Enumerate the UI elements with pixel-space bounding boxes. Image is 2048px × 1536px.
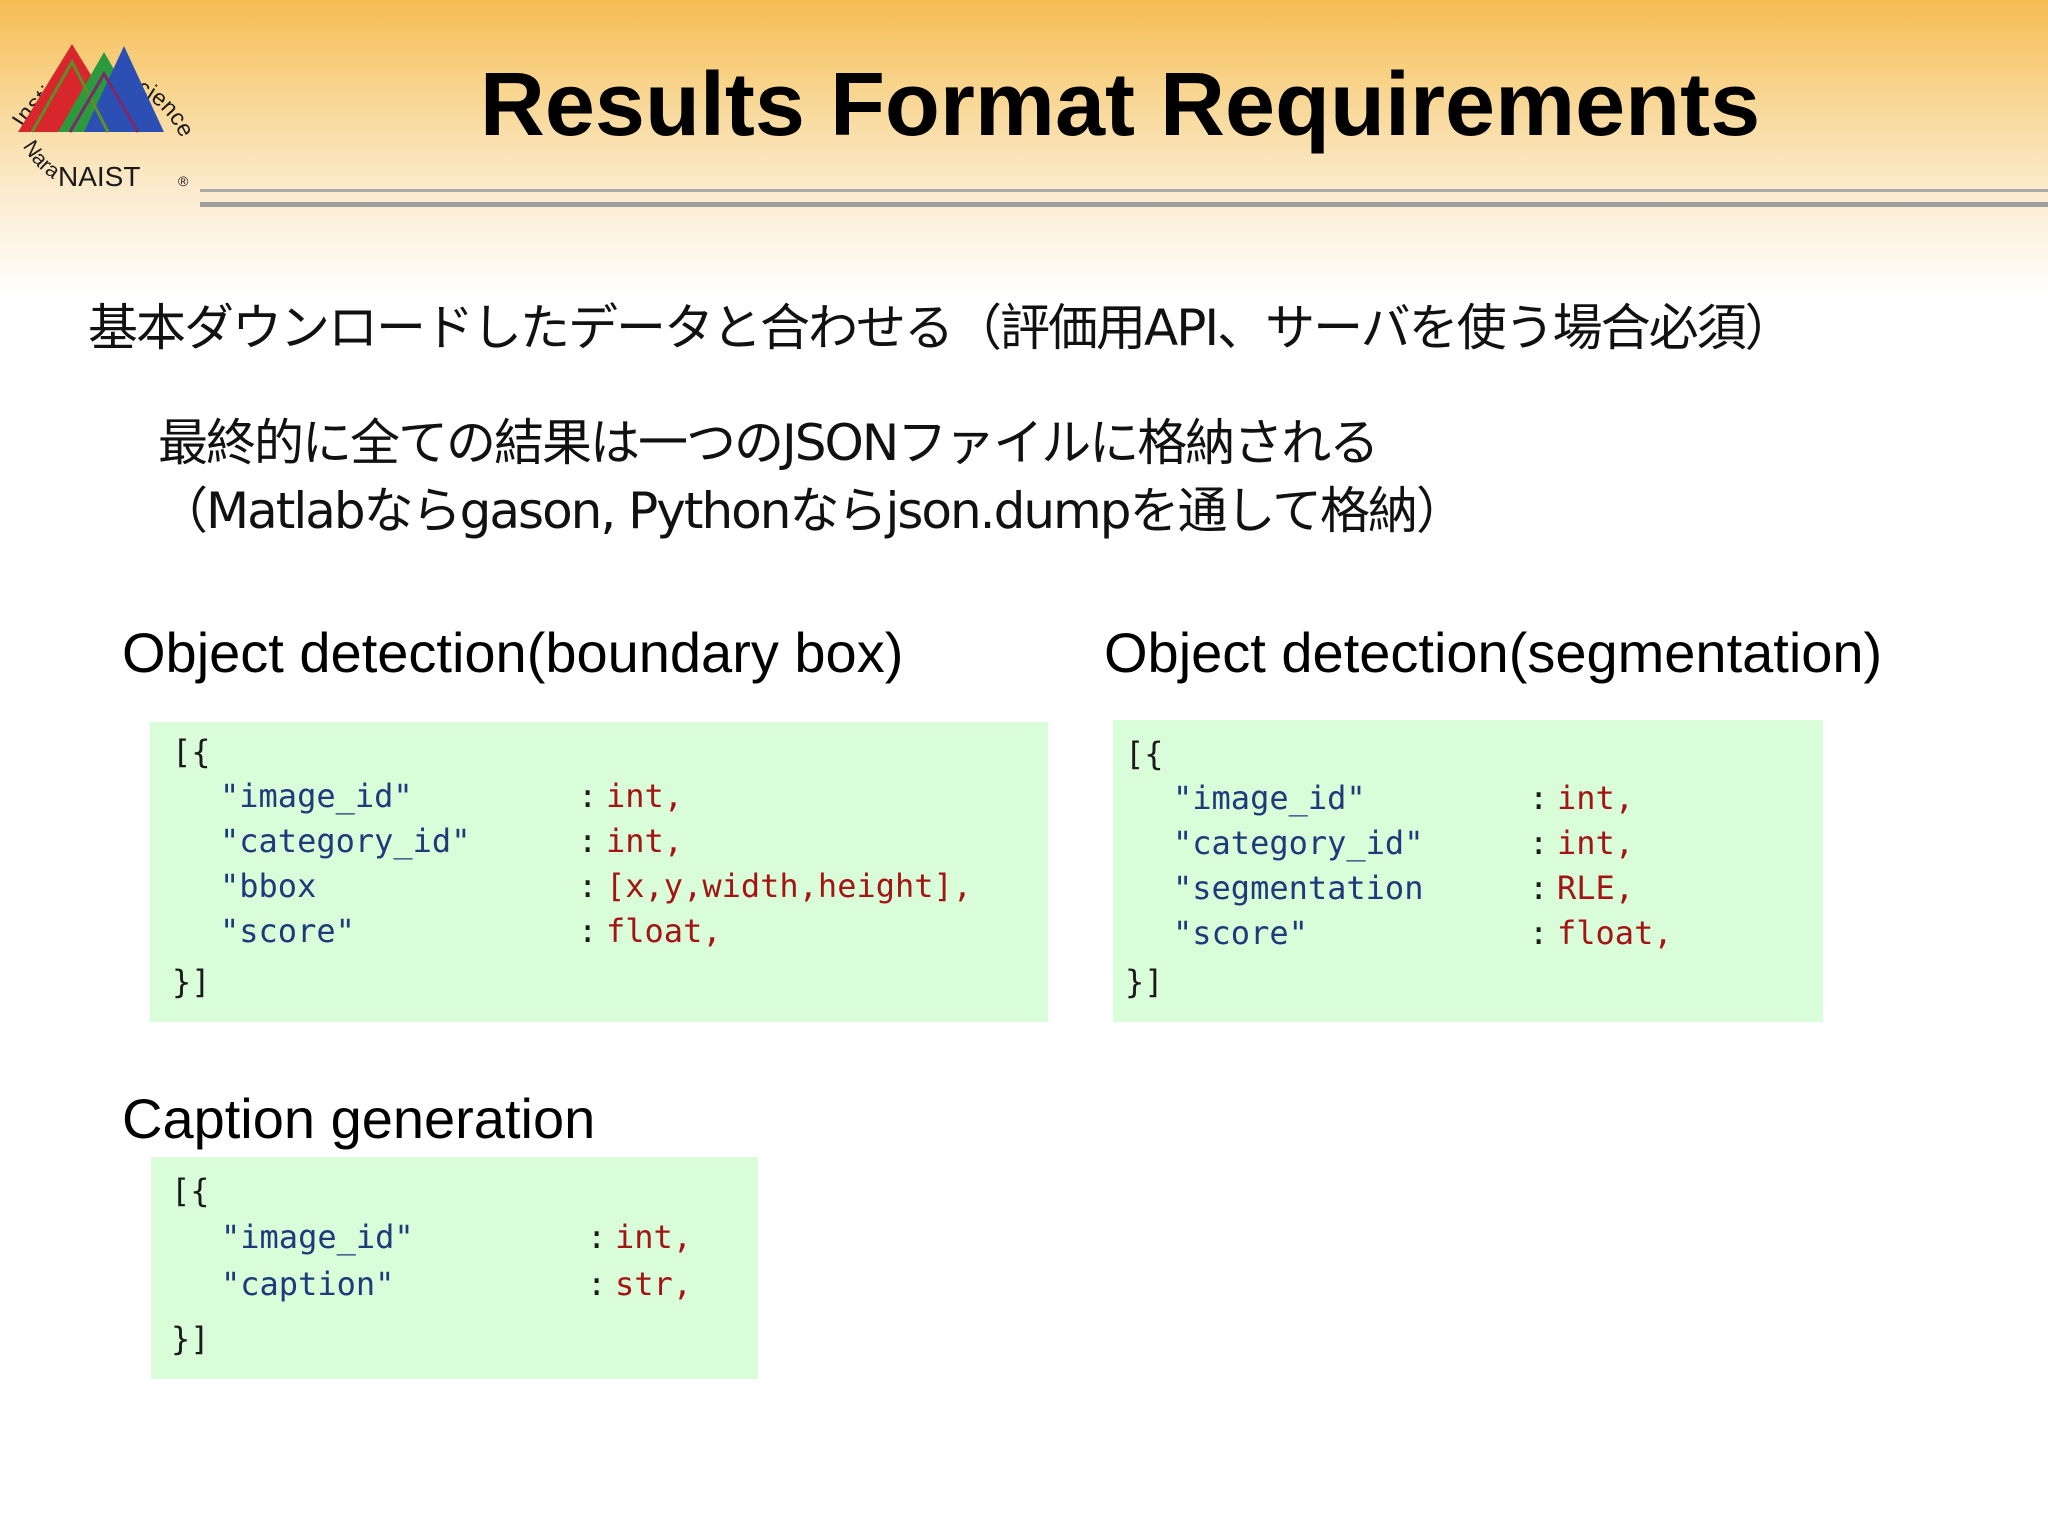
logo-registered-mark: ® <box>178 173 189 189</box>
code-value: RLE, <box>1557 869 1635 907</box>
bbox-section-heading: Object detection(boundary box) <box>122 621 904 684</box>
code-key: "segmentation <box>1173 869 1424 907</box>
segmentation-section-heading: Object detection(segmentation) <box>1104 621 1883 684</box>
naist-logo: Institute of Science and Technology Nara… <box>0 0 203 192</box>
code-close-bracket: }] <box>171 1320 210 1358</box>
logo-line-1 <box>30 58 110 133</box>
code-colon: : <box>1529 869 1549 907</box>
code-close-bracket: }] <box>172 963 211 1001</box>
code-key: "score" <box>220 912 355 950</box>
code-colon: : <box>587 1265 607 1303</box>
code-open-bracket: [{ <box>172 733 211 771</box>
code-value: int, <box>606 822 684 860</box>
bbox-code-block: [{ "image_id" : int, "category_id" : int… <box>150 722 1048 1022</box>
code-value: int, <box>615 1218 693 1256</box>
code-colon: : <box>578 912 598 950</box>
code-key: "image_id" <box>220 777 413 815</box>
code-value: int, <box>606 777 684 815</box>
code-key: "category_id" <box>220 822 471 860</box>
code-colon: : <box>1529 824 1549 862</box>
code-value: float, <box>606 912 722 950</box>
code-colon: : <box>587 1218 607 1256</box>
code-key: "bbox <box>220 867 317 905</box>
header-rule-thin <box>200 189 2048 192</box>
code-key: "image_id" <box>221 1218 414 1256</box>
code-value: int, <box>1557 779 1635 817</box>
code-colon: : <box>578 822 598 860</box>
code-colon: : <box>578 777 598 815</box>
segmentation-code-block: [{ "image_id" : int, "category_id" : int… <box>1113 720 1823 1022</box>
code-value: [x,y,width,height], <box>606 867 973 905</box>
caption-section-heading: Caption generation <box>122 1087 596 1150</box>
json-storage-note: （Matlabならgason, Pythonならjson.dumpを通して格納） <box>158 482 1466 540</box>
header-rule-thick <box>200 202 2048 207</box>
header-band <box>0 0 2048 300</box>
slide-title: Results Format Requirements <box>479 55 1761 155</box>
code-open-bracket: [{ <box>1125 735 1164 773</box>
code-key: "category_id" <box>1173 824 1424 862</box>
logo-line-2 <box>68 71 140 133</box>
logo-wordmark: NAIST <box>58 161 140 192</box>
code-value: int, <box>1557 824 1635 862</box>
code-close-bracket: }] <box>1125 963 1164 1001</box>
code-key: "image_id" <box>1173 779 1366 817</box>
json-storage-line: 最終的に全ての結果は一つのJSONファイルに格納される <box>158 414 1379 472</box>
code-open-bracket: [{ <box>171 1172 210 1210</box>
code-colon: : <box>1529 779 1549 817</box>
caption-code-block: [{ "image_id" : int, "caption" : str, }] <box>151 1157 758 1379</box>
code-colon: : <box>1529 914 1549 952</box>
intro-line: 基本ダウンロードしたデータと合わせる（評価用API、サーバを使う場合必須） <box>88 299 1795 357</box>
code-key: "score" <box>1173 914 1308 952</box>
logo-blue-peak <box>84 46 164 132</box>
code-key: "caption" <box>221 1265 395 1303</box>
code-value: float, <box>1557 914 1673 952</box>
code-colon: : <box>578 867 598 905</box>
code-value: str, <box>615 1265 693 1303</box>
